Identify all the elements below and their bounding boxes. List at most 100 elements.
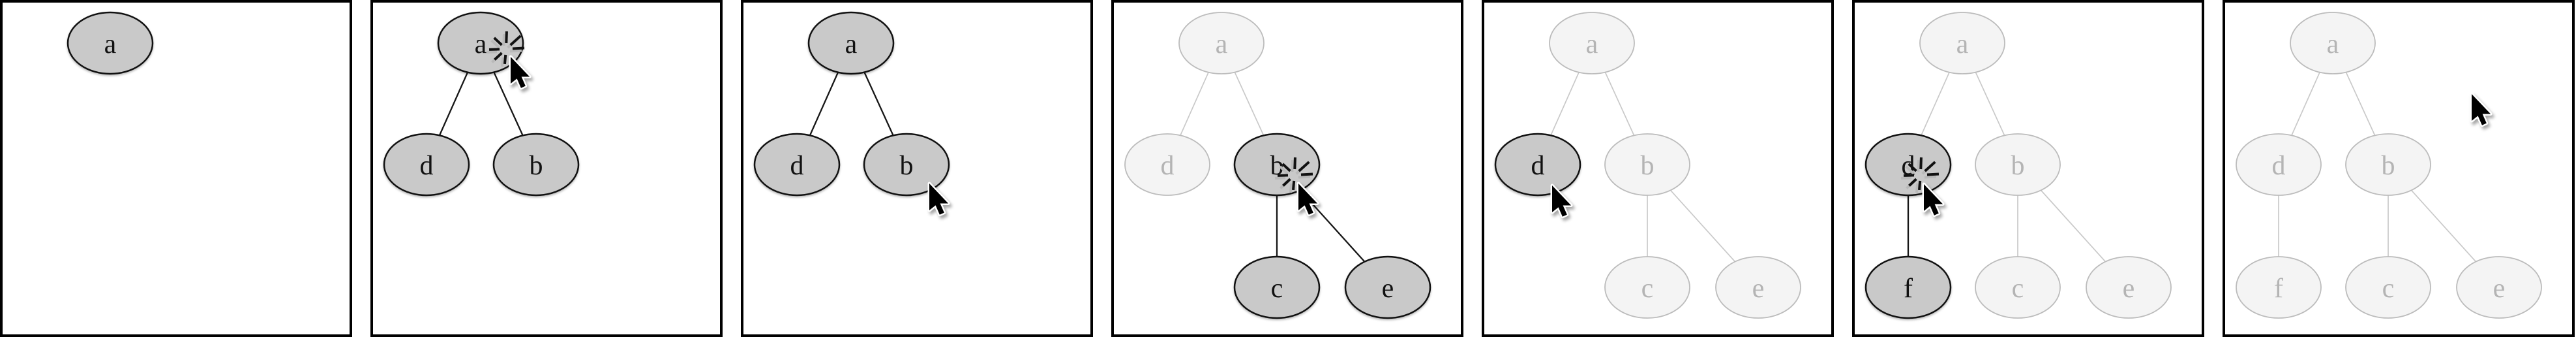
click-burst-icon <box>1900 157 1939 193</box>
node-a[interactable]: a <box>1549 12 1635 74</box>
node-b[interactable]: b <box>863 133 950 197</box>
node-f[interactable]: f <box>2236 256 2322 319</box>
node-label: e <box>1752 274 1765 304</box>
node-a[interactable]: a <box>807 11 895 75</box>
node-label: d <box>1531 151 1545 181</box>
node-label: b <box>2011 151 2025 181</box>
panel-7: a d b f c e <box>2223 0 2575 337</box>
mouse-cursor-icon <box>927 182 950 217</box>
mouse-cursor-icon <box>1296 182 1319 217</box>
node-ellipse <box>1233 255 1321 319</box>
node-ellipse <box>2345 256 2431 319</box>
node-label: a <box>1586 29 1598 59</box>
node-e[interactable]: e <box>2086 256 2172 319</box>
node-e[interactable]: e <box>2456 256 2542 319</box>
node-a[interactable]: a <box>1919 12 2005 74</box>
tree-canvas[interactable]: a <box>3 3 350 334</box>
node-d[interactable]: d <box>753 133 841 197</box>
node-label: f <box>1904 274 1913 304</box>
node-ellipse <box>807 11 895 75</box>
node-label: a <box>104 29 117 59</box>
node-label: e <box>2123 274 2135 304</box>
mouse-cursor-icon <box>2470 92 2493 127</box>
node-label: b <box>900 151 914 181</box>
node-b[interactable]: b <box>1975 133 2061 196</box>
node-ellipse <box>863 133 950 197</box>
node-e[interactable]: e <box>1344 255 1431 319</box>
node-ellipse <box>1178 12 1265 74</box>
node-label: d <box>2272 151 2286 181</box>
node-ellipse <box>1975 256 2061 319</box>
node-label: d <box>420 151 434 181</box>
click-burst-icon <box>486 31 525 67</box>
node-ellipse <box>383 133 470 197</box>
tree-canvas[interactable]: a d b <box>373 3 720 334</box>
node-a[interactable]: a <box>1178 12 1265 74</box>
node-ellipse <box>1124 133 1210 196</box>
node-ellipse <box>1975 133 2061 196</box>
node-label: c <box>1641 274 1654 304</box>
node-ellipse <box>1344 255 1431 319</box>
node-d[interactable]: d <box>2236 133 2322 196</box>
mouse-cursor-icon <box>509 55 532 90</box>
node-ellipse <box>1715 256 1801 319</box>
node-ellipse <box>492 133 580 197</box>
node-ellipse <box>1549 12 1635 74</box>
node-ellipse <box>1919 12 2005 74</box>
node-a[interactable]: a <box>67 11 154 75</box>
node-b[interactable]: b <box>1604 133 1690 196</box>
node-ellipse <box>2456 256 2542 319</box>
node-label: d <box>1161 151 1175 181</box>
node-d[interactable]: d <box>1494 133 1581 197</box>
node-c[interactable]: c <box>1233 255 1321 319</box>
node-ellipse <box>2345 133 2431 196</box>
tree-canvas[interactable]: a d b c e <box>1114 3 1461 334</box>
node-label: e <box>1382 274 1394 304</box>
node-ellipse <box>1604 256 1690 319</box>
tree-canvas[interactable]: a d b c e <box>1484 3 1831 334</box>
panel-2: a d b <box>370 0 723 337</box>
node-ellipse <box>2236 133 2322 196</box>
node-b[interactable]: b <box>1233 133 1321 197</box>
tree-canvas[interactable]: a d b <box>743 3 1090 334</box>
node-label: a <box>1216 29 1228 59</box>
node-d[interactable]: d <box>1124 133 1210 196</box>
node-b[interactable]: b <box>2345 133 2431 196</box>
mouse-cursor-icon <box>1550 184 1573 219</box>
panel-3: a d b <box>741 0 1093 337</box>
node-label: e <box>2493 274 2506 304</box>
node-ellipse <box>2290 12 2376 74</box>
node-ellipse <box>1233 133 1321 197</box>
node-label: a <box>845 29 858 59</box>
panel-4: a d b c e <box>1111 0 1463 337</box>
node-ellipse <box>2236 256 2322 319</box>
node-ellipse <box>1494 133 1581 197</box>
node-label: b <box>530 151 543 181</box>
node-label: b <box>1641 151 1655 181</box>
node-b[interactable]: b <box>492 133 580 197</box>
node-label: c <box>2012 274 2024 304</box>
node-a[interactable]: a <box>2290 12 2376 74</box>
node-f[interactable]: f <box>1865 255 1952 319</box>
node-label: b <box>2382 151 2395 181</box>
node-label: c <box>2382 274 2395 304</box>
node-ellipse <box>1865 255 1952 319</box>
node-d[interactable]: d <box>383 133 470 197</box>
node-ellipse <box>2086 256 2172 319</box>
click-burst-icon <box>1274 157 1313 193</box>
node-c[interactable]: c <box>1604 256 1690 319</box>
node-label: a <box>475 29 487 59</box>
node-c[interactable]: c <box>2345 256 2431 319</box>
node-c[interactable]: c <box>1975 256 2061 319</box>
node-label: c <box>1271 274 1283 304</box>
node-label: f <box>2274 274 2283 304</box>
node-e[interactable]: e <box>1715 256 1801 319</box>
node-label: a <box>1956 29 1969 59</box>
panel-1: a <box>0 0 352 337</box>
node-label: b <box>1270 151 1284 181</box>
tree-canvas[interactable]: a d b f c e <box>2225 3 2572 334</box>
mouse-cursor-icon <box>1922 182 1945 217</box>
